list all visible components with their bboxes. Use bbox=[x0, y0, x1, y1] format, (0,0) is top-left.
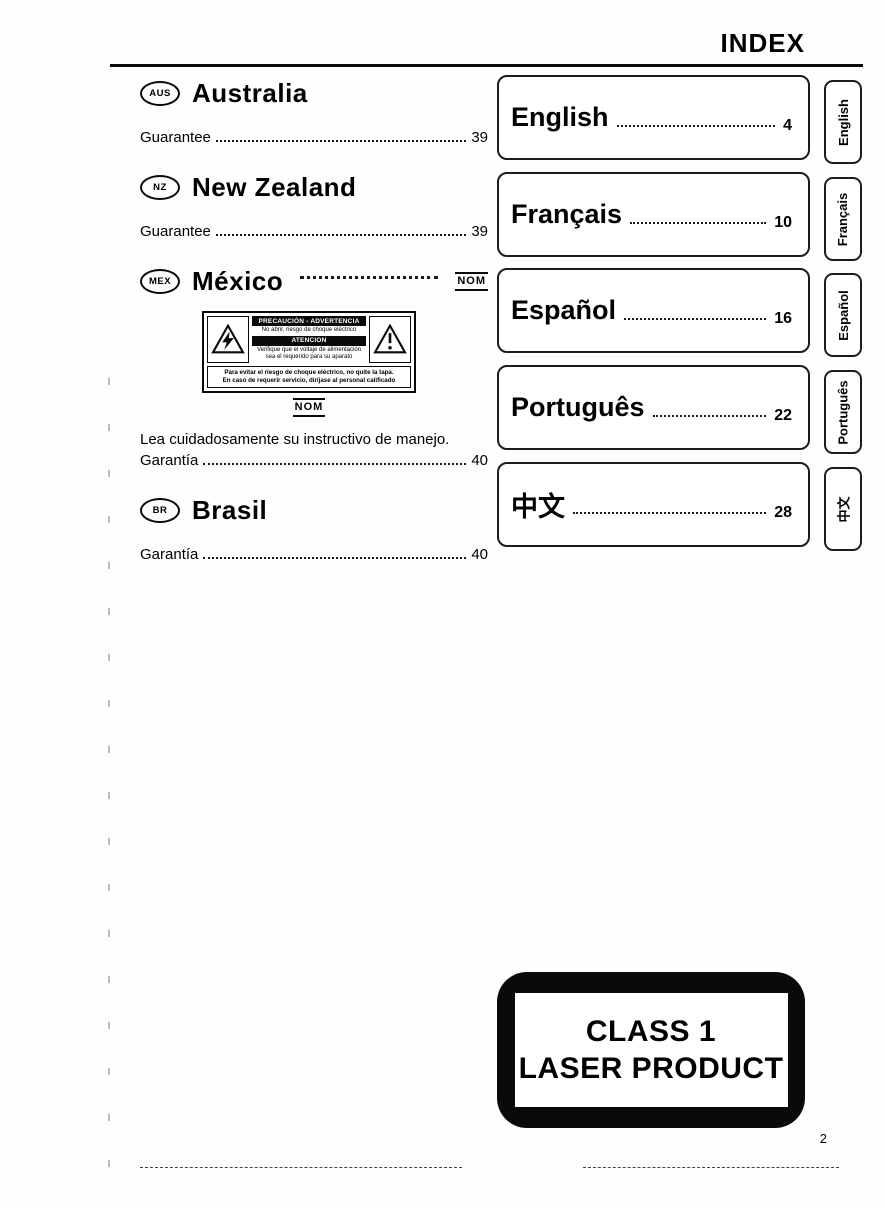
dot-leader bbox=[215, 234, 467, 236]
country-badge-nz: NZ bbox=[140, 175, 180, 200]
language-page: 22 bbox=[774, 406, 792, 424]
bottom-dashed-rule-left bbox=[140, 1167, 462, 1168]
toc-entry-nz-guarantee: Guarantee 39 bbox=[140, 223, 488, 240]
tab-label: English bbox=[835, 98, 851, 146]
warning-footer: Para evitar el riesgo de choque eléctric… bbox=[207, 365, 411, 389]
section-mexico: MEX México NOM bbox=[140, 266, 488, 297]
index-box-english: English 4 bbox=[497, 75, 810, 160]
warning-footer-line1: Para evitar el riesgo de choque eléctric… bbox=[224, 368, 394, 376]
header-rule bbox=[110, 64, 863, 67]
page-title: INDEX bbox=[720, 28, 805, 58]
tab-espanol: Español bbox=[824, 273, 862, 357]
mexico-note: Lea cuidadosamente su instructivo de man… bbox=[140, 430, 450, 448]
language-label: 中文 bbox=[511, 492, 565, 522]
language-label: Español bbox=[511, 295, 617, 325]
laser-label-line1: CLASS 1 bbox=[585, 1014, 717, 1048]
mexico-warning-label: PRECAUCIÓN - ADVERTENCIA No abrir, riesg… bbox=[202, 311, 416, 417]
page-number: 2 bbox=[819, 1131, 827, 1146]
tab-english: English bbox=[824, 80, 862, 164]
high-voltage-icon bbox=[207, 316, 249, 363]
warning-label-box: PRECAUCIÓN - ADVERTENCIA No abrir, riesg… bbox=[202, 311, 416, 394]
dot-leader bbox=[300, 275, 439, 279]
entry-label: Garantía bbox=[140, 451, 199, 469]
section-title-new-zealand: New Zealand bbox=[192, 172, 357, 202]
caution-icon bbox=[369, 316, 411, 363]
country-badge-br: BR bbox=[140, 497, 180, 523]
dot-leader bbox=[215, 140, 467, 142]
tab-chinese: 中文 bbox=[824, 467, 862, 551]
tab-label: Français bbox=[835, 192, 851, 246]
index-box-espanol: Español 16 bbox=[497, 268, 810, 353]
entry-page: 39 bbox=[471, 129, 488, 146]
entry-page: 40 bbox=[471, 545, 488, 563]
language-label: English bbox=[511, 102, 609, 132]
section-title-mexico: México bbox=[192, 266, 284, 296]
left-column: AUS Australia Guarantee 39 NZ New Zealan… bbox=[140, 78, 488, 563]
dot-leader bbox=[652, 414, 767, 417]
tab-francais: Français bbox=[824, 177, 862, 261]
warning-header: PRECAUCIÓN - ADVERTENCIA bbox=[252, 316, 366, 326]
dot-leader bbox=[203, 462, 467, 465]
bottom-dashed-rule-right bbox=[583, 1167, 839, 1168]
laser-product-label-inner: CLASS 1 LASER PRODUCT bbox=[514, 993, 788, 1107]
section-title-brasil: Brasil bbox=[192, 494, 268, 525]
section-brasil: BR Brasil bbox=[140, 495, 488, 526]
dot-leader bbox=[573, 511, 767, 514]
nom-logo: NOM bbox=[292, 398, 326, 417]
section-australia: AUS Australia bbox=[140, 78, 488, 109]
warning-line1: No abrir, riesgo de choque eléctrico bbox=[261, 327, 357, 333]
entry-page: 40 bbox=[471, 451, 488, 469]
section-new-zealand: NZ New Zealand bbox=[140, 172, 488, 203]
language-label: Português bbox=[511, 392, 645, 422]
warning-footer-line2: En caso de requerir servicio, diríjase a… bbox=[222, 376, 396, 384]
dot-leader bbox=[203, 556, 467, 559]
language-page: 28 bbox=[774, 503, 792, 521]
toc-entry-australia-guarantee: Guarantee 39 bbox=[140, 129, 488, 146]
index-box-portugues: Português 22 bbox=[497, 365, 810, 450]
entry-label: Guarantee bbox=[140, 129, 211, 146]
country-badge-aus: AUS bbox=[140, 81, 180, 106]
scan-fold-marks bbox=[108, 378, 110, 1170]
dot-leader bbox=[616, 124, 776, 127]
language-page: 16 bbox=[774, 309, 792, 327]
warning-subheader: ATENCION bbox=[252, 335, 366, 346]
laser-product-label: CLASS 1 LASER PRODUCT bbox=[497, 972, 805, 1128]
warning-label-top: PRECAUCIÓN - ADVERTENCIA No abrir, riesg… bbox=[207, 316, 411, 363]
language-page: 10 bbox=[774, 213, 792, 231]
laser-label-line2: LASER PRODUCT bbox=[518, 1052, 784, 1085]
tab-label: 中文 bbox=[836, 495, 852, 523]
tab-label: Español bbox=[835, 289, 851, 341]
index-box-francais: Français 10 bbox=[497, 172, 810, 257]
tab-portugues: Português bbox=[824, 370, 862, 454]
language-page: 4 bbox=[783, 116, 792, 134]
entry-label: Garantía bbox=[140, 545, 199, 563]
toc-entry-mexico-garantia: Garantía 40 bbox=[140, 452, 488, 469]
country-badge-mex: MEX bbox=[140, 269, 180, 294]
tab-label: Português bbox=[835, 379, 851, 445]
dot-leader bbox=[630, 221, 767, 224]
entry-page: 39 bbox=[471, 223, 488, 240]
language-label: Français bbox=[511, 199, 623, 229]
toc-entry-brasil-garantia: Garantía 40 bbox=[140, 546, 488, 563]
entry-label: Guarantee bbox=[140, 223, 211, 240]
section-title-australia: Australia bbox=[192, 78, 308, 108]
index-box-chinese: 中文 28 bbox=[497, 462, 810, 547]
dot-leader bbox=[624, 317, 767, 320]
warning-line2: Verifique que el voltaje de alimentación… bbox=[256, 346, 362, 361]
warning-label-center: PRECAUCIÓN - ADVERTENCIA No abrir, riesg… bbox=[252, 316, 366, 363]
nom-logo: NOM bbox=[455, 272, 488, 291]
